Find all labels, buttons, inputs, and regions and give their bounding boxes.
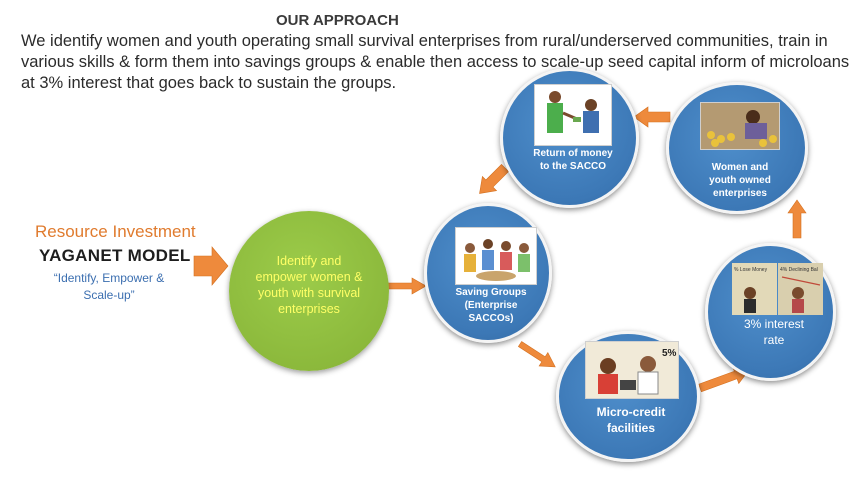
micro-credit-circle: 5% Micro-credit facilities (556, 331, 700, 462)
enterprises-label: Women and youth owned enterprises (709, 162, 771, 199)
arrow-interest-to-enterprises (787, 199, 807, 239)
return-picture (534, 84, 612, 146)
model-name: YAGANET MODEL (39, 246, 191, 265)
chart-right-caption: 4% Declining Bal (780, 267, 818, 273)
percent-label: 5% (662, 348, 677, 359)
arrow-saving-to-microcredit (517, 341, 556, 368)
saving-groups-circle: Saving Groups (Enterprise SACCOs) (424, 203, 552, 343)
arrow-identify-to-saving (387, 277, 427, 295)
chart-left-caption: % Lose Money (734, 267, 768, 273)
saving-groups-label: Saving Groups (Enterprise SACCOs) (455, 287, 527, 324)
identify-label: Identify and empower women & youth with … (255, 254, 363, 316)
interest-circle: % Lose Money 4% Declining Bal 3% interes… (705, 243, 836, 381)
return-circle: Return of money to the SACCO (500, 68, 639, 208)
micro-credit-picture: 5% (585, 341, 679, 399)
page-title: OUR APPROACH (276, 12, 399, 29)
intro-paragraph: We identify women and youth operating sm… (21, 32, 850, 92)
arrow-return-to-saving (479, 164, 509, 194)
enterprises-picture (700, 102, 780, 150)
saving-groups-picture (455, 227, 537, 285)
model-tagline: “Identify, Empower & Scale-up” (53, 271, 165, 302)
enterprises-circle: Women and youth owned enterprises (666, 82, 808, 214)
arrow-enterprises-to-return (633, 106, 671, 128)
arrow-model-to-identify (193, 246, 229, 286)
interest-label: 3% interest rate (743, 317, 805, 347)
identify-circle: Identify and empower women & youth with … (229, 211, 389, 371)
resource-investment-label: Resource Investment (35, 222, 196, 241)
return-label: Return of money to the SACCO (533, 148, 613, 172)
micro-credit-label: Micro-credit facilities (596, 405, 666, 435)
interest-picture: % Lose Money 4% Declining Bal (732, 263, 823, 315)
arrow-microcredit-to-interest (698, 366, 750, 393)
